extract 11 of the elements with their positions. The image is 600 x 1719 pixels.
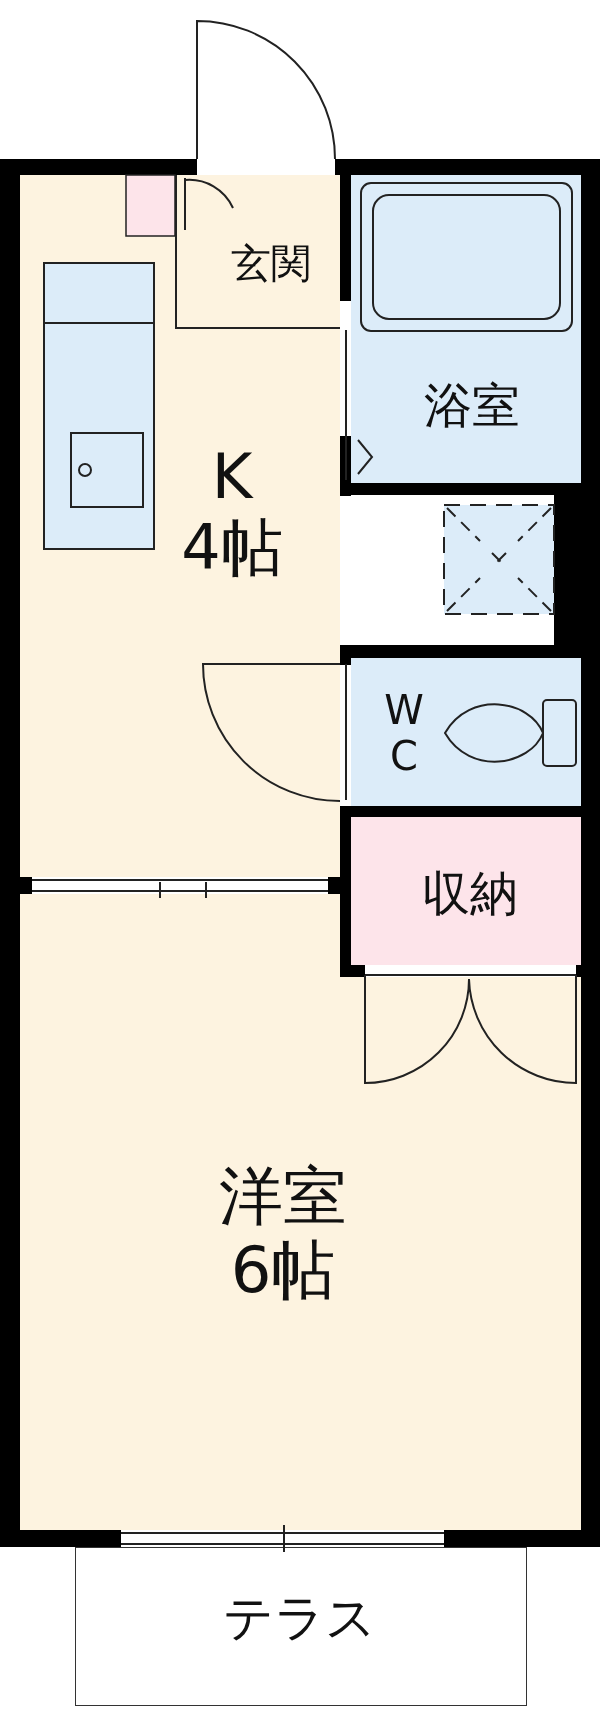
room-label: 浴室 xyxy=(424,378,520,434)
room-area xyxy=(351,817,581,965)
room-label: K 4帖 xyxy=(181,440,283,584)
room-area xyxy=(175,175,340,329)
room-label: 洋室 6帖 xyxy=(219,1160,347,1308)
room-label: テラス xyxy=(222,1590,376,1648)
room-area xyxy=(351,658,581,806)
terrace-area xyxy=(75,1547,527,1706)
room-label: 玄関 xyxy=(231,240,311,286)
room-label: WC xyxy=(384,687,424,779)
room-label: 収納 xyxy=(422,866,518,922)
